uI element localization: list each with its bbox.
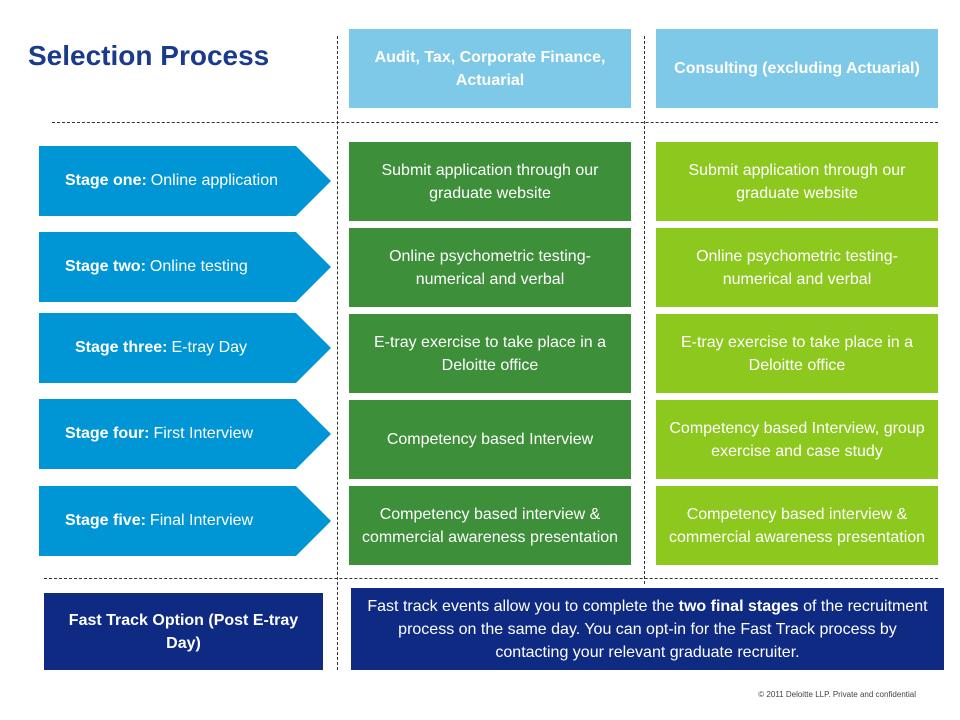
stage-one-name: Online application [150, 172, 278, 189]
fast-track-label: Fast Track Option (Post E-tray Day) [44, 593, 323, 670]
consulting-stage-one-cell: Submit application through our graduate … [656, 142, 938, 221]
column-header-audit: Audit, Tax, Corporate Finance, Actuarial [349, 29, 631, 108]
stage-two-arrow: Stage two: Online testing [39, 232, 331, 302]
audit-stage-one-cell: Submit application through our graduate … [349, 142, 631, 221]
consulting-stage-two-cell: Online psychometric testing- numerical a… [656, 228, 938, 307]
consulting-stage-five-cell: Competency based interview & commercial … [656, 486, 938, 565]
page-title: Selection Process [28, 40, 270, 71]
stage-five-label: Stage five: [65, 512, 146, 529]
divider-horizontal-top [52, 122, 938, 123]
stage-one-label: Stage one: [65, 172, 147, 189]
audit-stage-five-cell: Competency based interview & commercial … [349, 486, 631, 565]
consulting-stage-three-cell: E-tray exercise to take place in a Deloi… [656, 314, 938, 393]
stage-three-arrow: Stage three: E-tray Day [39, 313, 331, 383]
audit-stage-three-cell: E-tray exercise to take place in a Deloi… [349, 314, 631, 393]
column-header-consulting: Consulting (excluding Actuarial) [656, 29, 938, 108]
stage-three-name: E-tray Day [171, 339, 248, 356]
audit-stage-two-cell: Online psychometric testing- numerical a… [349, 228, 631, 307]
fast-track-description: Fast track events allow you to complete … [351, 588, 944, 670]
audit-stage-four-cell: Competency based Interview [349, 400, 631, 479]
stage-two-name: Online testing [149, 258, 248, 275]
stage-one-arrow: Stage one: Online application [39, 146, 331, 216]
fast-track-text-before: Fast track events allow you to complete … [367, 597, 679, 615]
divider-vertical-right [644, 36, 645, 584]
stage-three-label: Stage three: [75, 339, 168, 356]
consulting-stage-four-cell: Competency based Interview, group exerci… [656, 400, 938, 479]
copyright-footer: © 2011 Deloitte LLP. Private and confide… [758, 690, 916, 699]
stage-four-arrow: Stage four: First Interview [39, 399, 331, 469]
stage-two-label: Stage two: [65, 258, 146, 275]
divider-horizontal-bottom [44, 578, 938, 579]
stage-five-name: Final Interview [149, 512, 254, 529]
fast-track-text-bold: two final stages [678, 597, 799, 615]
divider-vertical-left [337, 36, 338, 670]
stage-five-arrow: Stage five: Final Interview [39, 486, 331, 556]
fast-track-text-after: of the recruitment process on the same d… [398, 597, 928, 661]
stage-four-name: First Interview [153, 425, 254, 442]
stage-four-label: Stage four: [65, 425, 150, 442]
